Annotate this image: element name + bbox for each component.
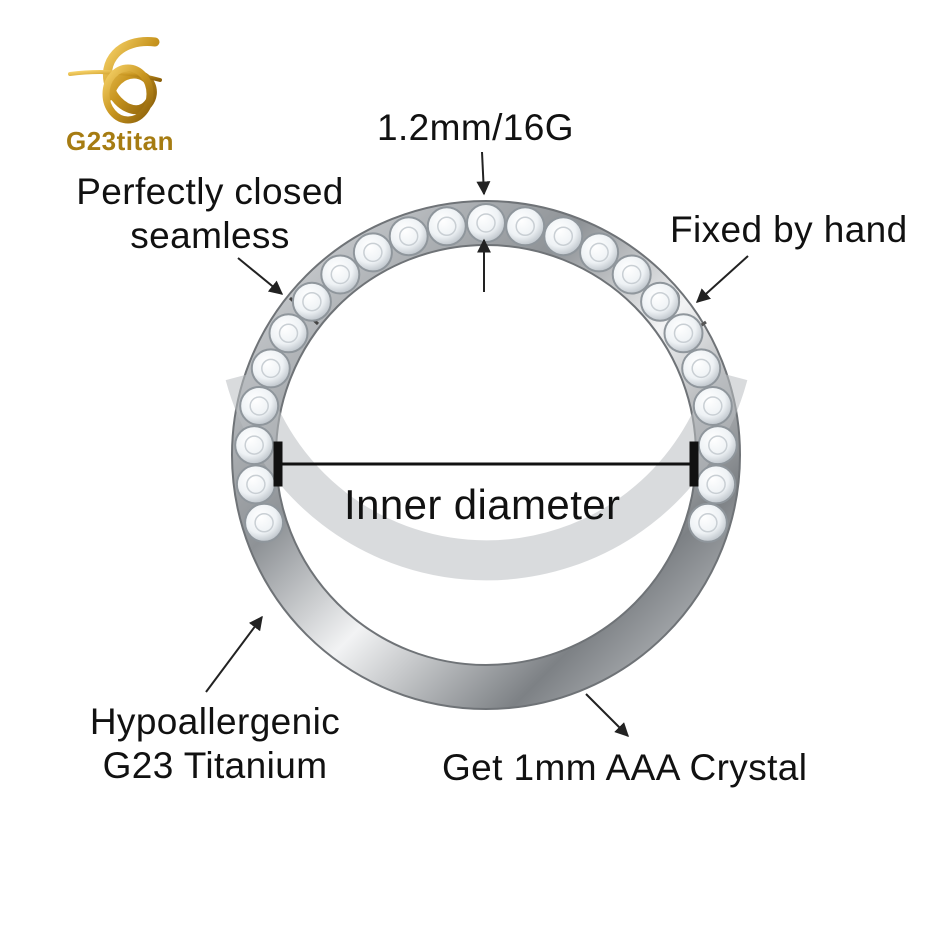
crystal-facet (691, 358, 711, 379)
crystal-stone (697, 425, 738, 466)
crystal-row (234, 203, 738, 543)
crystal-stone (235, 464, 276, 505)
crystal-stone (611, 254, 652, 295)
crystal-stone (234, 425, 275, 466)
inner-diameter-label: Inner diameter (344, 481, 621, 528)
crystal-stone (291, 281, 332, 322)
crystal-stone (687, 502, 728, 543)
crystal-channel (225, 369, 748, 581)
crystal-stone (696, 464, 737, 505)
crystal-facet (621, 264, 642, 285)
gauge-arrow-outer (476, 151, 491, 196)
seamless-label: Perfectly closed seamless (60, 170, 360, 257)
crystal-facet (706, 474, 726, 495)
crystal-facet (398, 226, 419, 246)
crystal-facet (302, 291, 322, 312)
gold-swoosh-logo-icon (68, 37, 162, 124)
crystal-facet (703, 396, 723, 416)
crystal-facet (244, 435, 264, 455)
crystal-facet (698, 513, 718, 533)
material-label-line1: Hypoallergenic (89, 701, 341, 742)
crystal-facet (261, 358, 281, 379)
crystal-facet (515, 216, 535, 237)
crystal-leader (585, 693, 629, 737)
crystal-stone (268, 313, 309, 354)
crystal-facet (476, 213, 496, 233)
brand-name: G23titan (66, 126, 175, 156)
crystal-stone (250, 348, 291, 389)
crystal-stone (352, 232, 393, 273)
crystal-stone (244, 502, 285, 543)
crystal-stone (466, 203, 506, 243)
crystal-facet (553, 226, 574, 246)
crystal-facet (249, 396, 269, 416)
crystal-facet (278, 323, 299, 344)
crystal-stone (505, 206, 546, 247)
crystal-stone (239, 386, 280, 426)
material-leader (205, 615, 263, 693)
crystal-facet (363, 242, 383, 263)
gauge-label: 1.2mm/16G (377, 107, 574, 148)
hinge-label: Fixed by hand (670, 209, 908, 250)
crystal-stone (426, 206, 467, 247)
ring-body (231, 200, 741, 710)
crystal-stone (692, 386, 733, 426)
crystal-facet (437, 216, 457, 237)
seamless-label-line2: seamless (130, 214, 290, 256)
crystal-facet (673, 323, 694, 344)
material-label-line2: G23 Titanium (102, 744, 328, 786)
crystal-stone (579, 232, 620, 273)
crystal-stone (640, 281, 681, 322)
crystal-facet (589, 242, 609, 263)
hinge-leader (695, 255, 749, 303)
crystal-label: Get 1mm AAA Crystal (442, 747, 808, 788)
crystal-stone (681, 348, 722, 389)
crystal-facet (330, 264, 351, 285)
crystal-stone (543, 216, 584, 257)
crystal-facet (254, 513, 274, 533)
crystal-stone (388, 216, 429, 257)
crystal-facet (708, 435, 728, 455)
crystal-stone (320, 254, 361, 295)
crystal-stone (663, 313, 704, 354)
crystal-facet (650, 291, 670, 312)
seamless-label-line1: Perfectly closed (76, 171, 344, 212)
crystal-facet (246, 474, 266, 495)
seamless-leader (237, 257, 284, 295)
material-label: Hypoallergenic G23 Titanium (70, 700, 360, 787)
